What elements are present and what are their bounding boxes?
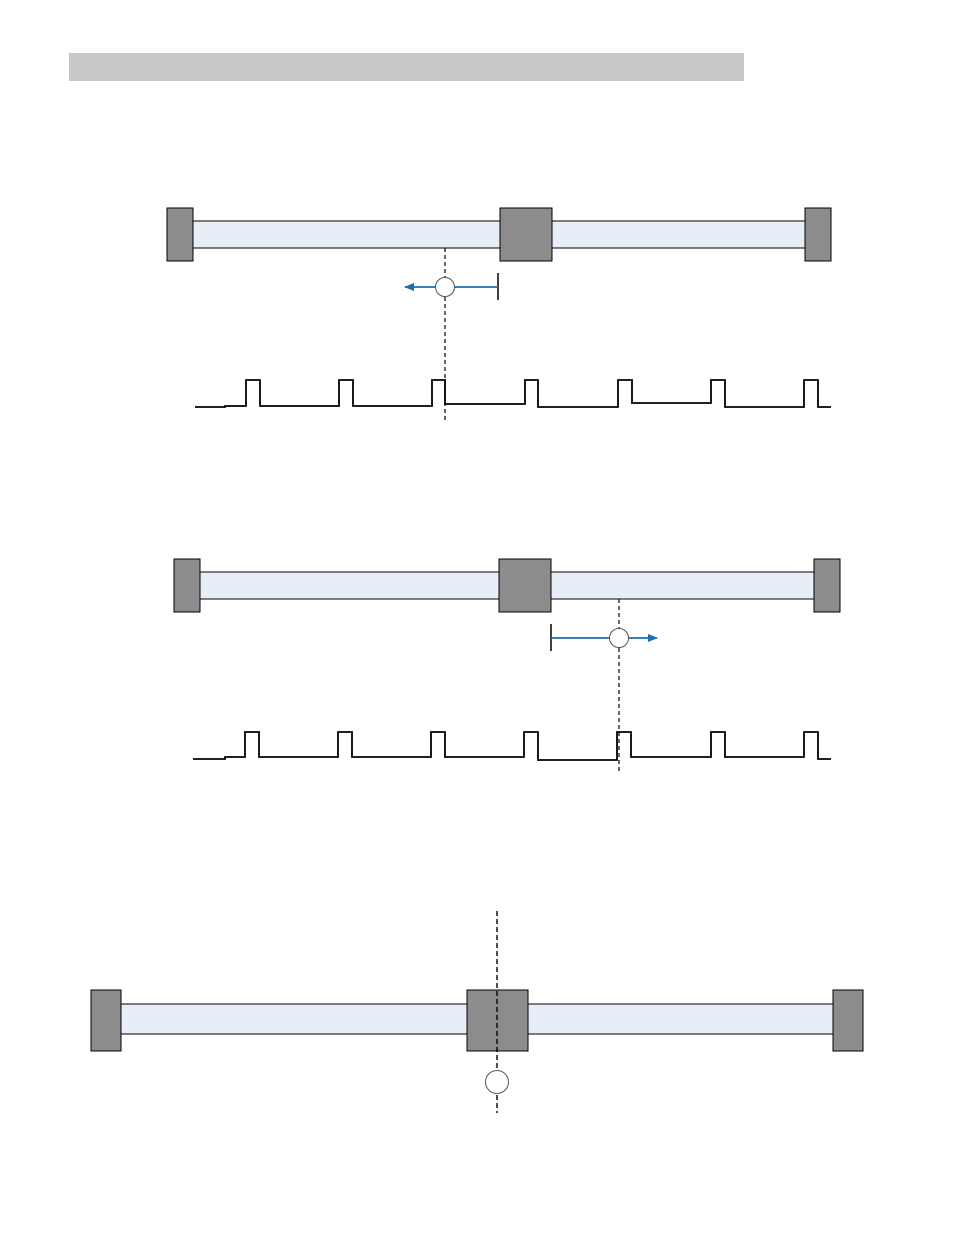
pulse-train xyxy=(193,732,831,760)
carriage-block xyxy=(499,559,551,612)
position-marker xyxy=(486,1071,509,1094)
end-block-right xyxy=(833,990,863,1051)
end-block-left xyxy=(91,990,121,1051)
end-block-right xyxy=(814,559,840,612)
diagram-2 xyxy=(174,559,840,774)
pulse-train xyxy=(195,380,831,407)
carriage-block xyxy=(500,208,552,261)
position-marker xyxy=(436,278,455,297)
end-block-left xyxy=(174,559,200,612)
end-block-right xyxy=(805,208,831,261)
diagram-3 xyxy=(91,911,863,1113)
rail xyxy=(193,221,805,248)
position-marker xyxy=(610,629,629,648)
diagram-1 xyxy=(167,208,831,420)
end-block-left xyxy=(167,208,193,261)
